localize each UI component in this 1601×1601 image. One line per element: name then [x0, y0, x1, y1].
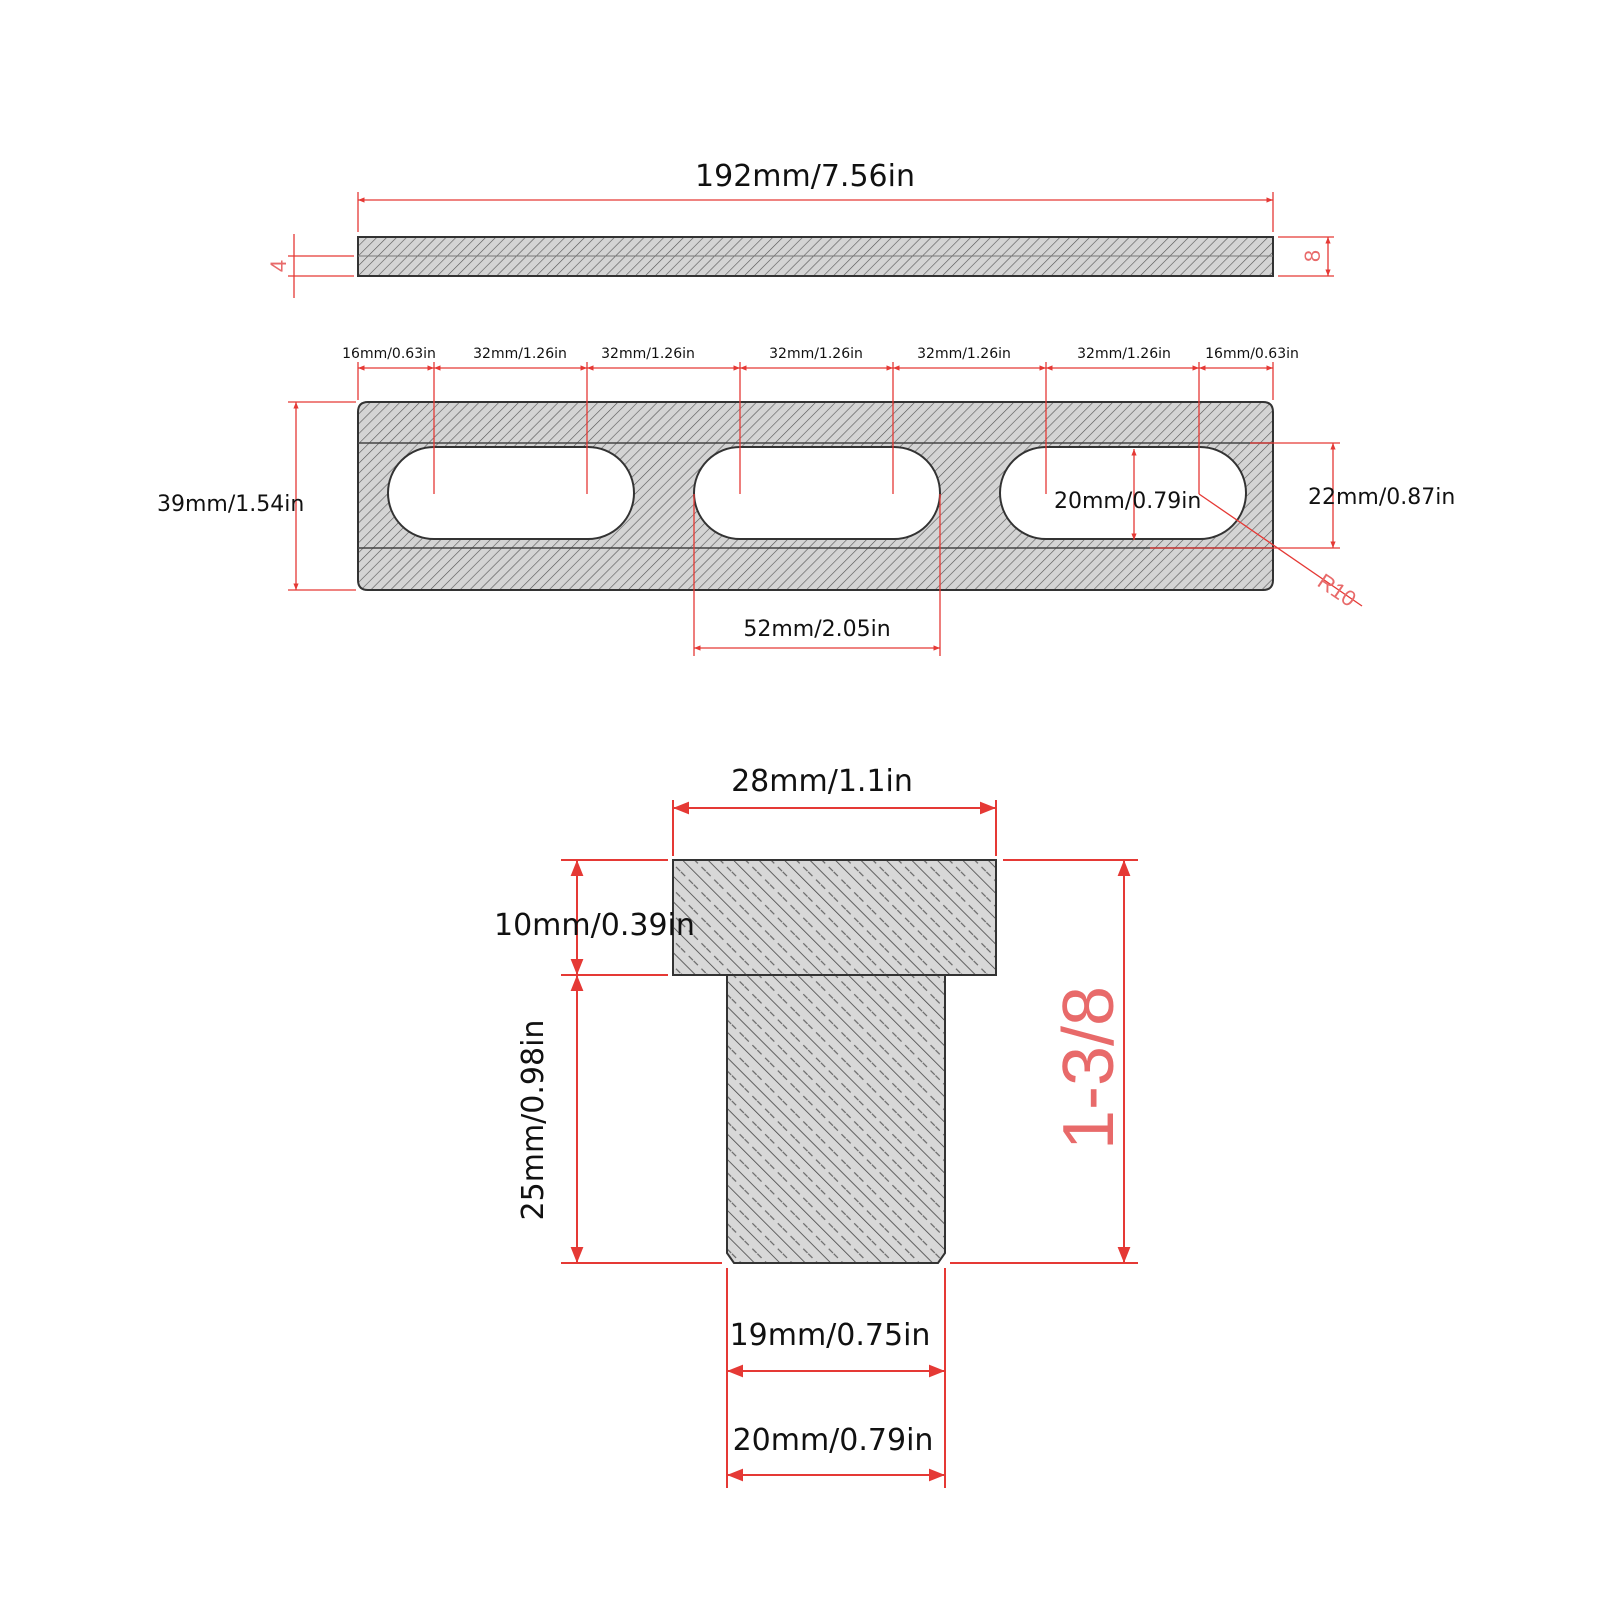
spacing-label-3: 32mm/1.26in: [769, 346, 863, 362]
spacing-label-0: 16mm/0.63in: [342, 346, 436, 362]
stop-view: 28mm/1.1in 10mm/0.39in 25mm/0.98in 1-3/8…: [494, 764, 1138, 1488]
stop-head: [672, 859, 997, 976]
slotted-plate: [357, 401, 1274, 591]
slot-height-label: 22mm/0.87in: [1308, 485, 1455, 510]
radius-label: R10: [1313, 568, 1360, 611]
slot-width-label: 20mm/0.79in: [1054, 489, 1201, 514]
radius-leader: [1198, 493, 1363, 607]
spacing-label-2: 32mm/1.26in: [601, 346, 695, 362]
right-thickness-label: 8: [1300, 250, 1325, 262]
plate-height-label: 39mm/1.54in: [157, 492, 304, 517]
spacing-label-4: 32mm/1.26in: [917, 346, 1011, 362]
stem-width-top-label: 19mm/0.75in: [730, 1318, 931, 1353]
overall-length-label: 192mm/7.56in: [695, 159, 915, 194]
overall-height-label: 1-3/8: [1049, 986, 1129, 1150]
head-width-label: 28mm/1.1in: [731, 764, 913, 799]
slot-length-label: 52mm/2.05in: [743, 617, 890, 642]
top-profile-view: 192mm/7.56in 4 8: [266, 159, 1334, 298]
stem-width-bottom-label: 20mm/0.79in: [733, 1423, 934, 1458]
left-thickness-label: 4: [266, 260, 291, 272]
head-height-label: 10mm/0.39in: [494, 908, 695, 943]
spacing-label-1: 32mm/1.26in: [473, 346, 567, 362]
slotted-plate-view: 16mm/0.63in 32mm/1.26in 32mm/1.26in 32mm…: [157, 346, 1455, 656]
spacing-label-5: 32mm/1.26in: [1077, 346, 1171, 362]
spacing-label-6: 16mm/0.63in: [1205, 346, 1299, 362]
stop-stem: [726, 974, 946, 1264]
spacing-extension-lines: [357, 362, 1274, 494]
stem-height-label: 25mm/0.98in: [516, 1020, 551, 1221]
